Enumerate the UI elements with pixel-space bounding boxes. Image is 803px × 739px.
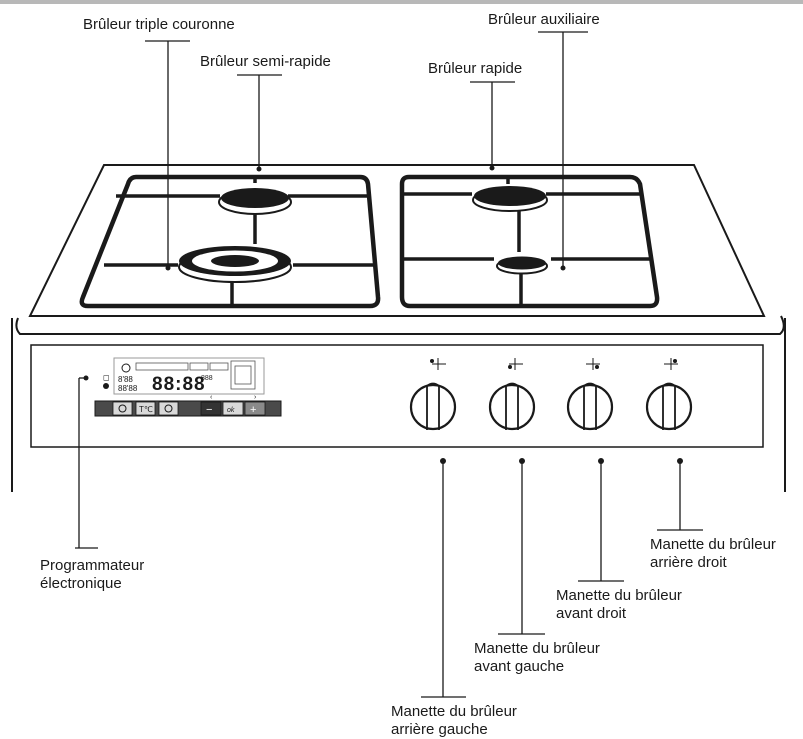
svg-text:+: + [250, 404, 256, 416]
clock-icon [164, 404, 173, 413]
label-bruleur-auxiliaire: Brûleur auxiliaire [488, 11, 600, 28]
clock-button[interactable] [158, 401, 179, 416]
label-programmateur-line2: électronique [40, 575, 122, 592]
svg-text:ok: ok [227, 407, 235, 414]
label-manette-arriere-gauche-line2: arrière gauche [391, 721, 488, 738]
hob-outline [28, 164, 766, 317]
programmer-clock-icon [103, 383, 109, 389]
label-manette-avant-gauche-line1: Manette du brûleur [474, 640, 600, 657]
burner-semi-rapide [218, 188, 292, 215]
label-manette-avant-droit-line1: Manette du brûleur [556, 587, 682, 604]
knob-symbol-icon [664, 358, 678, 370]
knob-symbol-icon [509, 358, 523, 370]
knob-avant-droit[interactable] [566, 358, 614, 431]
hob [15, 164, 785, 335]
programmer-display: 8'88 88'88 88:88 888 [113, 357, 265, 395]
cooker-body [11, 318, 786, 492]
label-manette-arriere-droit-line1: Manette du brûleur [650, 536, 776, 553]
knob-arriere-droit[interactable] [645, 358, 693, 431]
power-button[interactable] [112, 401, 133, 416]
left-arrow-icon: ‹ [210, 394, 213, 401]
right-grate [399, 174, 660, 309]
programmer-side-icon: ◻ [103, 373, 110, 382]
label-manette-avant-droit-line2: avant droit [556, 605, 627, 622]
callout-lines [75, 31, 703, 698]
temperature-icon: T℃ [139, 405, 153, 414]
programmer: ◻ 8'88 88'88 88:88 888 T℃ [94, 357, 282, 417]
plus-button[interactable]: + [244, 401, 266, 416]
knob-avant-gauche[interactable] [488, 358, 536, 431]
ok-button[interactable]: ok [222, 401, 244, 416]
svg-text:88'88: 88'88 [118, 384, 138, 393]
right-grate-bars [402, 177, 652, 306]
label-programmateur-line1: Programmateur [40, 557, 144, 574]
burner-rapide [472, 186, 548, 212]
burner-triple-couronne [178, 246, 292, 283]
svg-text:8'88: 8'88 [118, 375, 133, 384]
hob-lip [15, 315, 785, 335]
power-icon [118, 404, 127, 413]
left-grate [79, 174, 381, 309]
right-arrow-icon: › [254, 394, 257, 401]
svg-text:888: 888 [201, 375, 213, 382]
knob-arriere-gauche[interactable] [409, 358, 457, 431]
burner-auxiliaire [496, 256, 548, 275]
label-bruleur-semi-rapide: Brûleur semi-rapide [200, 53, 331, 70]
programmer-buttons: T℃ − ok + ‹ › [94, 394, 282, 417]
control-panel [30, 344, 764, 448]
label-manette-avant-gauche-line2: avant gauche [474, 658, 564, 675]
top-border [0, 0, 803, 4]
label-bruleur-triple-couronne: Brûleur triple couronne [83, 16, 235, 33]
knob-symbol-icon [586, 358, 600, 370]
programmer-clock-digits: 88:88 [152, 374, 206, 395]
label-manette-arriere-droit-line2: arrière droit [650, 554, 728, 571]
temperature-button[interactable]: T℃ [135, 401, 156, 416]
left-grate-bars [104, 177, 374, 306]
knob-symbol-icon [432, 358, 446, 370]
label-manette-arriere-gauche-line1: Manette du brûleur [391, 703, 517, 720]
label-bruleur-rapide: Brûleur rapide [428, 60, 522, 77]
svg-text:−: − [206, 404, 212, 416]
minus-button[interactable]: − [200, 401, 222, 416]
callout-dots [83, 165, 683, 464]
